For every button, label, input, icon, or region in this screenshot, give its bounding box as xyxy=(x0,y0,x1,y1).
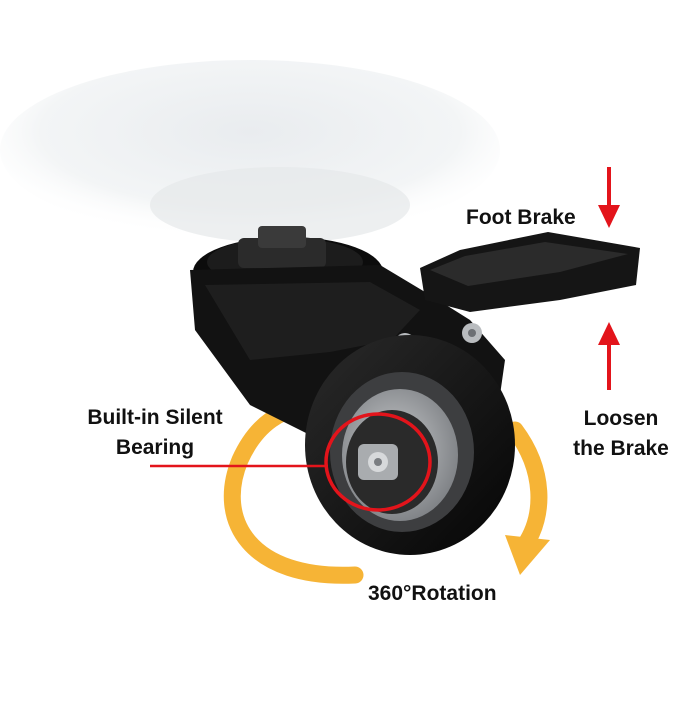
loosen-brake-label: Loosen the Brake xyxy=(560,404,682,464)
bearing-label: Built-in Silent Bearing xyxy=(60,403,250,463)
foot-brake-label: Foot Brake xyxy=(466,206,576,229)
arrow-down-icon xyxy=(598,167,620,228)
caster-wheel xyxy=(190,226,640,555)
bearing-label-line1: Built-in Silent xyxy=(87,406,223,429)
furniture-base xyxy=(0,60,500,243)
loosen-label-line2: the Brake xyxy=(573,437,669,460)
bearing-label-line2: Bearing xyxy=(115,436,195,459)
bearing-highlight xyxy=(150,412,432,512)
arrow-up-icon xyxy=(598,322,620,390)
loosen-label-line1: Loosen xyxy=(583,407,659,430)
rotation-label: 360°Rotation xyxy=(368,582,497,605)
